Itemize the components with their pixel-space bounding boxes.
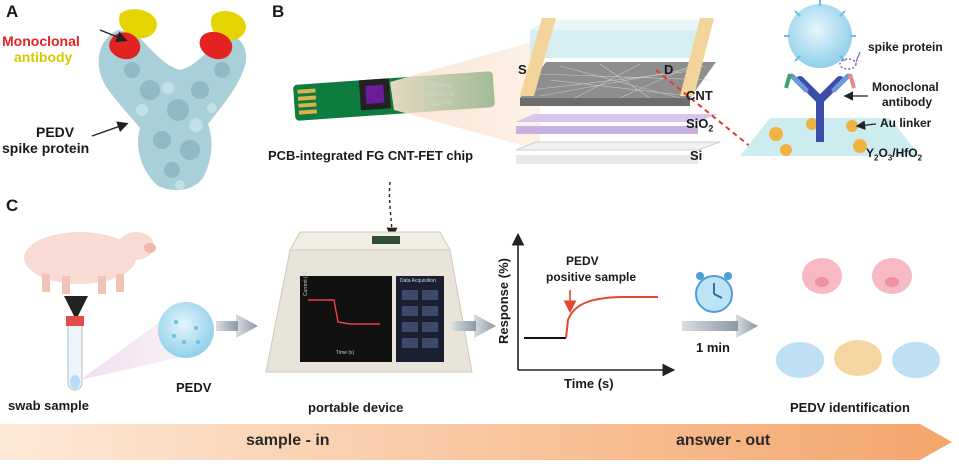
spike-protein-label: spike protein — [2, 140, 90, 156]
monoclonal-callout: Monoclonal — [872, 80, 939, 94]
pedv-virus — [158, 302, 214, 358]
sick-pig-2 — [834, 340, 882, 376]
screen-title: Data Acquisition — [400, 278, 436, 284]
monoclonal-label: Monoclonal — [2, 33, 80, 49]
arrow-to-chart-shaft — [452, 321, 476, 331]
oxide-o-sub: 3 — [887, 153, 893, 163]
sick-pig-1 — [776, 342, 824, 378]
panel-c-label: C — [6, 196, 19, 215]
chip-marking-3: CCC PX — [426, 100, 453, 107]
time-label: 1 min — [696, 340, 730, 355]
arrow-to-device-shaft — [216, 321, 238, 331]
panel-a-label: A — [6, 2, 19, 21]
spike-pointer — [855, 51, 861, 63]
antibody-callout: antibody — [882, 95, 932, 109]
swab-tube — [66, 316, 84, 391]
annotation-pedv: PEDV — [566, 254, 599, 268]
annotation-positive: positive sample — [546, 270, 637, 284]
pedv-spike-pointer — [91, 121, 129, 137]
fet-layers — [515, 18, 721, 164]
panel-b-label: B — [272, 2, 285, 21]
chip-marking-1: Kaiming — [426, 82, 452, 89]
arrow-to-identification-shaft — [682, 321, 738, 331]
portable-device-label: portable device — [308, 400, 404, 415]
au-linker-pointer — [855, 120, 877, 130]
response-chart — [511, 232, 676, 377]
drain-label: D — [664, 62, 674, 77]
monoclonal-pointer — [99, 29, 128, 43]
zoom-beam — [390, 40, 540, 150]
healthy-pig-1 — [802, 258, 842, 294]
arrow-to-device — [236, 314, 258, 338]
oxide-label: Y2O3/HfO2 — [866, 146, 922, 162]
swab-sample-label: swab sample — [8, 398, 89, 413]
portable-device — [265, 231, 473, 373]
spike-protein-structure — [98, 9, 247, 191]
response-xlabel: Time (s) — [564, 376, 614, 391]
sio2-base: SiO — [686, 116, 709, 131]
screen-ylabel: Current (A) — [303, 271, 309, 296]
si-label: Si — [690, 148, 703, 163]
arrow-to-identification — [736, 314, 758, 338]
oxide-y-sub: 2 — [874, 153, 879, 163]
antibody-label: antibody — [14, 49, 73, 65]
sio2-subscript: 2 — [708, 123, 714, 134]
pedv-virus-label: PEDV — [176, 380, 212, 395]
source-label: S — [518, 62, 527, 77]
chip-caption: PCB-integrated FG CNT-FET chip — [268, 148, 474, 163]
pedv-label: PEDV — [36, 124, 75, 140]
au-linker-label: Au linker — [880, 116, 932, 130]
oxide-hfo: /HfO — [892, 146, 918, 160]
flow-right-label: answer - out — [676, 432, 771, 449]
identification-label: PEDV identification — [790, 400, 910, 415]
arrow-to-chart — [474, 314, 496, 338]
oxide-hfo-sub: 2 — [917, 153, 923, 163]
flow-left-label: sample - in — [246, 432, 330, 449]
coronavirus-particle — [784, 0, 857, 70]
cnt-label: CNT — [686, 88, 713, 103]
spike-protein-callout: spike protein — [868, 40, 943, 54]
oxide-y: Y — [866, 146, 875, 160]
flow-arrow — [0, 424, 952, 460]
response-ylabel: Response (%) — [496, 258, 511, 344]
response-trace — [565, 296, 658, 339]
zoom-dashed-line — [655, 69, 753, 149]
chip-insert-arrow — [386, 181, 398, 239]
antibody-right — [199, 11, 246, 60]
chip-marking-2: E3B1109 — [426, 91, 455, 98]
healthy-pig-2 — [872, 258, 912, 294]
oxide-o: O — [878, 146, 888, 160]
sick-pig-3 — [892, 342, 940, 378]
screen-xlabel: Time (s) — [336, 350, 355, 356]
pig-illustration — [24, 232, 156, 294]
sensing-interface — [740, 73, 920, 156]
alarm-clock-icon — [695, 272, 733, 313]
sio2-label: SiO2 — [686, 116, 713, 134]
